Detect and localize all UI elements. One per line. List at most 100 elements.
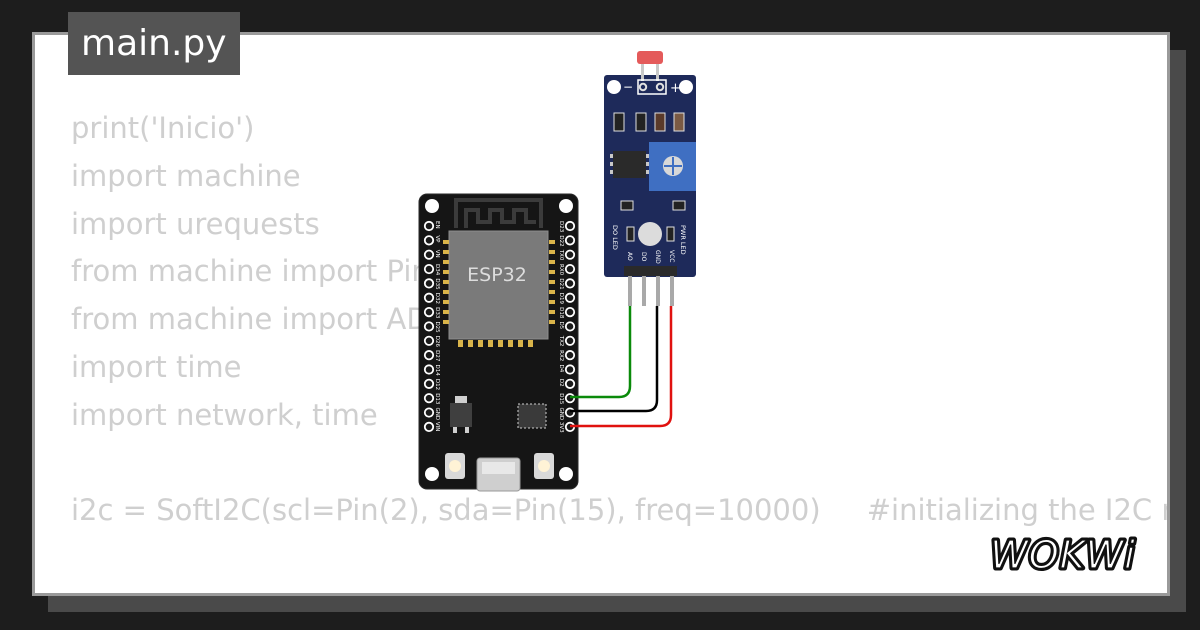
header-pin-tx2[interactable] xyxy=(564,335,576,346)
pwr-led-label: PWR LED xyxy=(679,225,687,255)
module-pad xyxy=(443,280,449,284)
pin-label: RX0 xyxy=(558,264,564,276)
module-pad xyxy=(518,340,523,347)
code-line: from machine import ADC xyxy=(71,302,449,337)
pin-label: D32 xyxy=(434,293,440,304)
esp32-module xyxy=(448,230,549,340)
pin-label-gnd: GND xyxy=(654,250,661,264)
esp32-board[interactable]: ESP32 ENVPVND34D35D32D33D25D26D27D14D12D… xyxy=(418,193,579,492)
module-pad xyxy=(468,340,473,347)
photoresistor-module[interactable]: − + DO LED PWR LED AO DO GND VCC xyxy=(604,51,696,306)
pin-label: D27 xyxy=(434,350,440,362)
header-pin-gnd[interactable] xyxy=(564,407,576,418)
header-pin-d4[interactable] xyxy=(564,364,576,375)
pin-label: D14 xyxy=(434,365,440,377)
header-pin-d23[interactable] xyxy=(564,220,576,232)
module-pad xyxy=(549,240,555,244)
pin-label: D35 xyxy=(434,278,440,290)
code-line: import urequests xyxy=(71,206,320,241)
pin-label: 3V3 xyxy=(558,422,564,433)
filename-tab[interactable]: main.py xyxy=(68,12,240,75)
module-pad xyxy=(458,340,463,347)
header-pin-gnd[interactable] xyxy=(423,407,435,418)
header-pin-d14[interactable] xyxy=(423,364,435,375)
header-pin-d33[interactable] xyxy=(423,306,435,318)
header-pin-d34[interactable] xyxy=(423,263,435,275)
pin-label: D25 xyxy=(434,321,440,333)
header-pin-tx0[interactable] xyxy=(564,249,576,260)
logo-text-fill: WOKWi xyxy=(990,533,1136,577)
pin-label-do: DO xyxy=(640,252,647,262)
usb-uart-chip xyxy=(517,403,547,429)
plus-label: + xyxy=(670,81,681,96)
header-pin-d19[interactable] xyxy=(564,292,576,303)
wire-do-d2[interactable] xyxy=(570,306,632,399)
pin-gnd[interactable] xyxy=(656,276,660,306)
header-pin-vp[interactable] xyxy=(423,235,435,246)
header-pin-en[interactable] xyxy=(423,220,435,232)
pin-label: GND xyxy=(434,408,440,421)
pin-label: VIN xyxy=(434,422,440,432)
module-pad xyxy=(528,340,533,347)
pin-label: D4 xyxy=(558,365,564,373)
pin-label: D5 xyxy=(558,321,564,329)
wire-vcc-3v3[interactable] xyxy=(570,306,673,428)
header-pin-vin[interactable] xyxy=(423,421,435,432)
header-pin-d26[interactable] xyxy=(423,335,435,346)
wokwi-logo: WOKWi WOKWi xyxy=(988,531,1138,580)
header-pin-d12[interactable] xyxy=(423,378,435,389)
left-header: ENVPVND34D35D32D33D25D26D27D14D12D13GNDV… xyxy=(423,220,440,432)
pin-label: D34 xyxy=(434,264,440,276)
chip-label: ESP32 xyxy=(467,264,527,286)
pin-vcc[interactable] xyxy=(670,276,674,306)
pin-label: D22 xyxy=(558,235,564,246)
header-pin-d22[interactable] xyxy=(564,235,576,246)
module-pad xyxy=(549,280,555,284)
header-pin-d25[interactable] xyxy=(423,321,435,332)
minus-label: − xyxy=(623,80,633,94)
code-line: HTTP_HEADERS = {'Content-Type': 'applica… xyxy=(71,583,1167,593)
wire-gnd-gnd[interactable] xyxy=(570,306,659,413)
module-pad xyxy=(549,320,555,324)
header-pin-d35[interactable] xyxy=(423,278,435,289)
module-pad xyxy=(443,310,449,314)
header-pin-d13[interactable] xyxy=(423,393,435,404)
pin-label: RX2 xyxy=(558,350,564,361)
header-pin-d2[interactable] xyxy=(564,378,576,389)
header-pin-d18[interactable] xyxy=(564,306,576,318)
header-pin-d32[interactable] xyxy=(423,292,435,303)
module-pad xyxy=(488,340,493,347)
module-pads xyxy=(443,240,555,347)
mount-hole xyxy=(425,199,439,213)
code-line: import machine xyxy=(71,158,301,193)
header-pin-d21[interactable] xyxy=(564,278,576,289)
code-line: import network, time xyxy=(71,397,378,432)
mount-hole xyxy=(559,467,573,481)
code-line: import time xyxy=(71,349,242,384)
header-pin-vn[interactable] xyxy=(423,249,435,260)
pin-label: D19 xyxy=(558,293,564,305)
logo-text: WOKWi xyxy=(990,533,1136,577)
code-line: i2c = SoftI2C(scl=Pin(2), sda=Pin(15), f… xyxy=(71,493,1170,528)
mount-hole xyxy=(425,467,439,481)
header-pin-d5[interactable] xyxy=(564,321,576,332)
header-pin-rx2[interactable] xyxy=(564,350,576,361)
module-pad xyxy=(443,300,449,304)
module-pad xyxy=(549,300,555,304)
module-pad xyxy=(549,270,555,274)
pin-label: D23 xyxy=(558,221,564,233)
header-pin-rx0[interactable] xyxy=(564,263,576,275)
comparator-ic xyxy=(613,151,646,178)
pin-label-vcc: VCC xyxy=(668,250,675,262)
pin-label-ao: AO xyxy=(626,252,633,261)
pin-ao[interactable] xyxy=(628,276,632,306)
pin-do[interactable] xyxy=(642,276,646,306)
module-pad xyxy=(443,240,449,244)
pin-label: D12 xyxy=(434,379,440,390)
header-pin-d27[interactable] xyxy=(423,350,435,361)
mount-hole xyxy=(559,199,573,213)
ldr-socket xyxy=(637,79,667,95)
module-pad xyxy=(443,320,449,324)
